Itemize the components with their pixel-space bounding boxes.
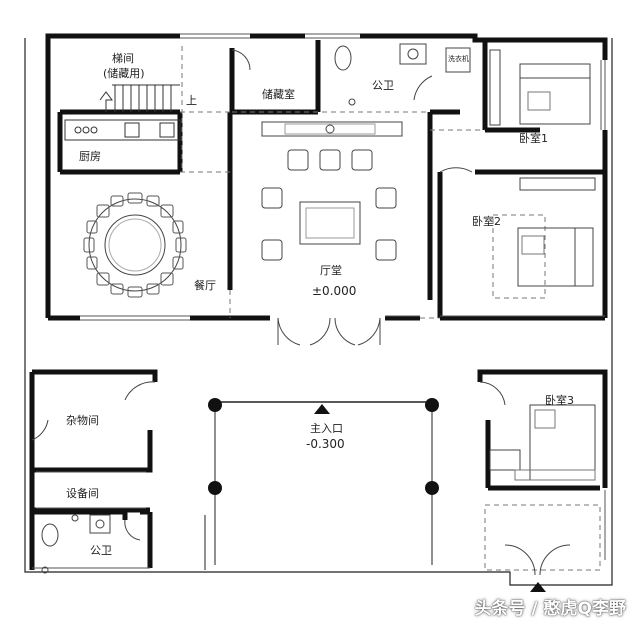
room-label-stair-note: (储藏用) bbox=[103, 67, 145, 80]
room-label-storage: 储藏室 bbox=[262, 88, 295, 101]
level-courtyard: -0.300 bbox=[306, 437, 345, 451]
room-label-bed1: 卧室1 bbox=[519, 132, 548, 145]
bed3-furniture bbox=[489, 404, 596, 481]
bottom-lines bbox=[32, 471, 606, 571]
watermark: 头条号 / 憨虎Q李野 bbox=[474, 599, 627, 619]
stair-up-label: 上 bbox=[186, 94, 197, 107]
room-label-kitchen: 厨房 bbox=[79, 150, 101, 163]
courtyard bbox=[204, 398, 546, 592]
top-bathroom-fixtures bbox=[334, 43, 471, 106]
site-boundary bbox=[24, 38, 613, 586]
bed2-furniture bbox=[517, 177, 596, 287]
walls-main bbox=[45, 33, 608, 321]
walls-bottom bbox=[29, 369, 608, 570]
label-washer: 洗衣机 bbox=[448, 55, 469, 63]
room-label-sundry: 杂物间 bbox=[66, 414, 99, 427]
bed1-furniture bbox=[489, 49, 591, 126]
doors bbox=[31, 49, 571, 576]
dashed-lines bbox=[180, 46, 546, 319]
room-label-equipment: 设备间 bbox=[66, 487, 99, 500]
room-label-dining: 餐厅 bbox=[194, 279, 216, 292]
room-label-wc-bottom: 公卫 bbox=[90, 544, 112, 557]
staircase bbox=[99, 84, 180, 112]
windows bbox=[80, 33, 606, 321]
room-label-hall: 厅堂 bbox=[320, 264, 342, 277]
kitchen-counter bbox=[64, 119, 181, 141]
room-label-stair: 梯间 bbox=[112, 52, 134, 65]
bottom-bathroom-fixtures bbox=[41, 514, 111, 574]
room-label-wc-top: 公卫 bbox=[372, 79, 394, 92]
level-hall: ±0.000 bbox=[312, 284, 357, 298]
dining-table bbox=[83, 192, 187, 298]
room-label-bed3: 卧室3 bbox=[545, 394, 574, 407]
hall-furniture bbox=[261, 121, 403, 261]
label-entrance: 主入口 bbox=[310, 422, 343, 435]
room-label-bed2: 卧室2 bbox=[472, 215, 501, 228]
